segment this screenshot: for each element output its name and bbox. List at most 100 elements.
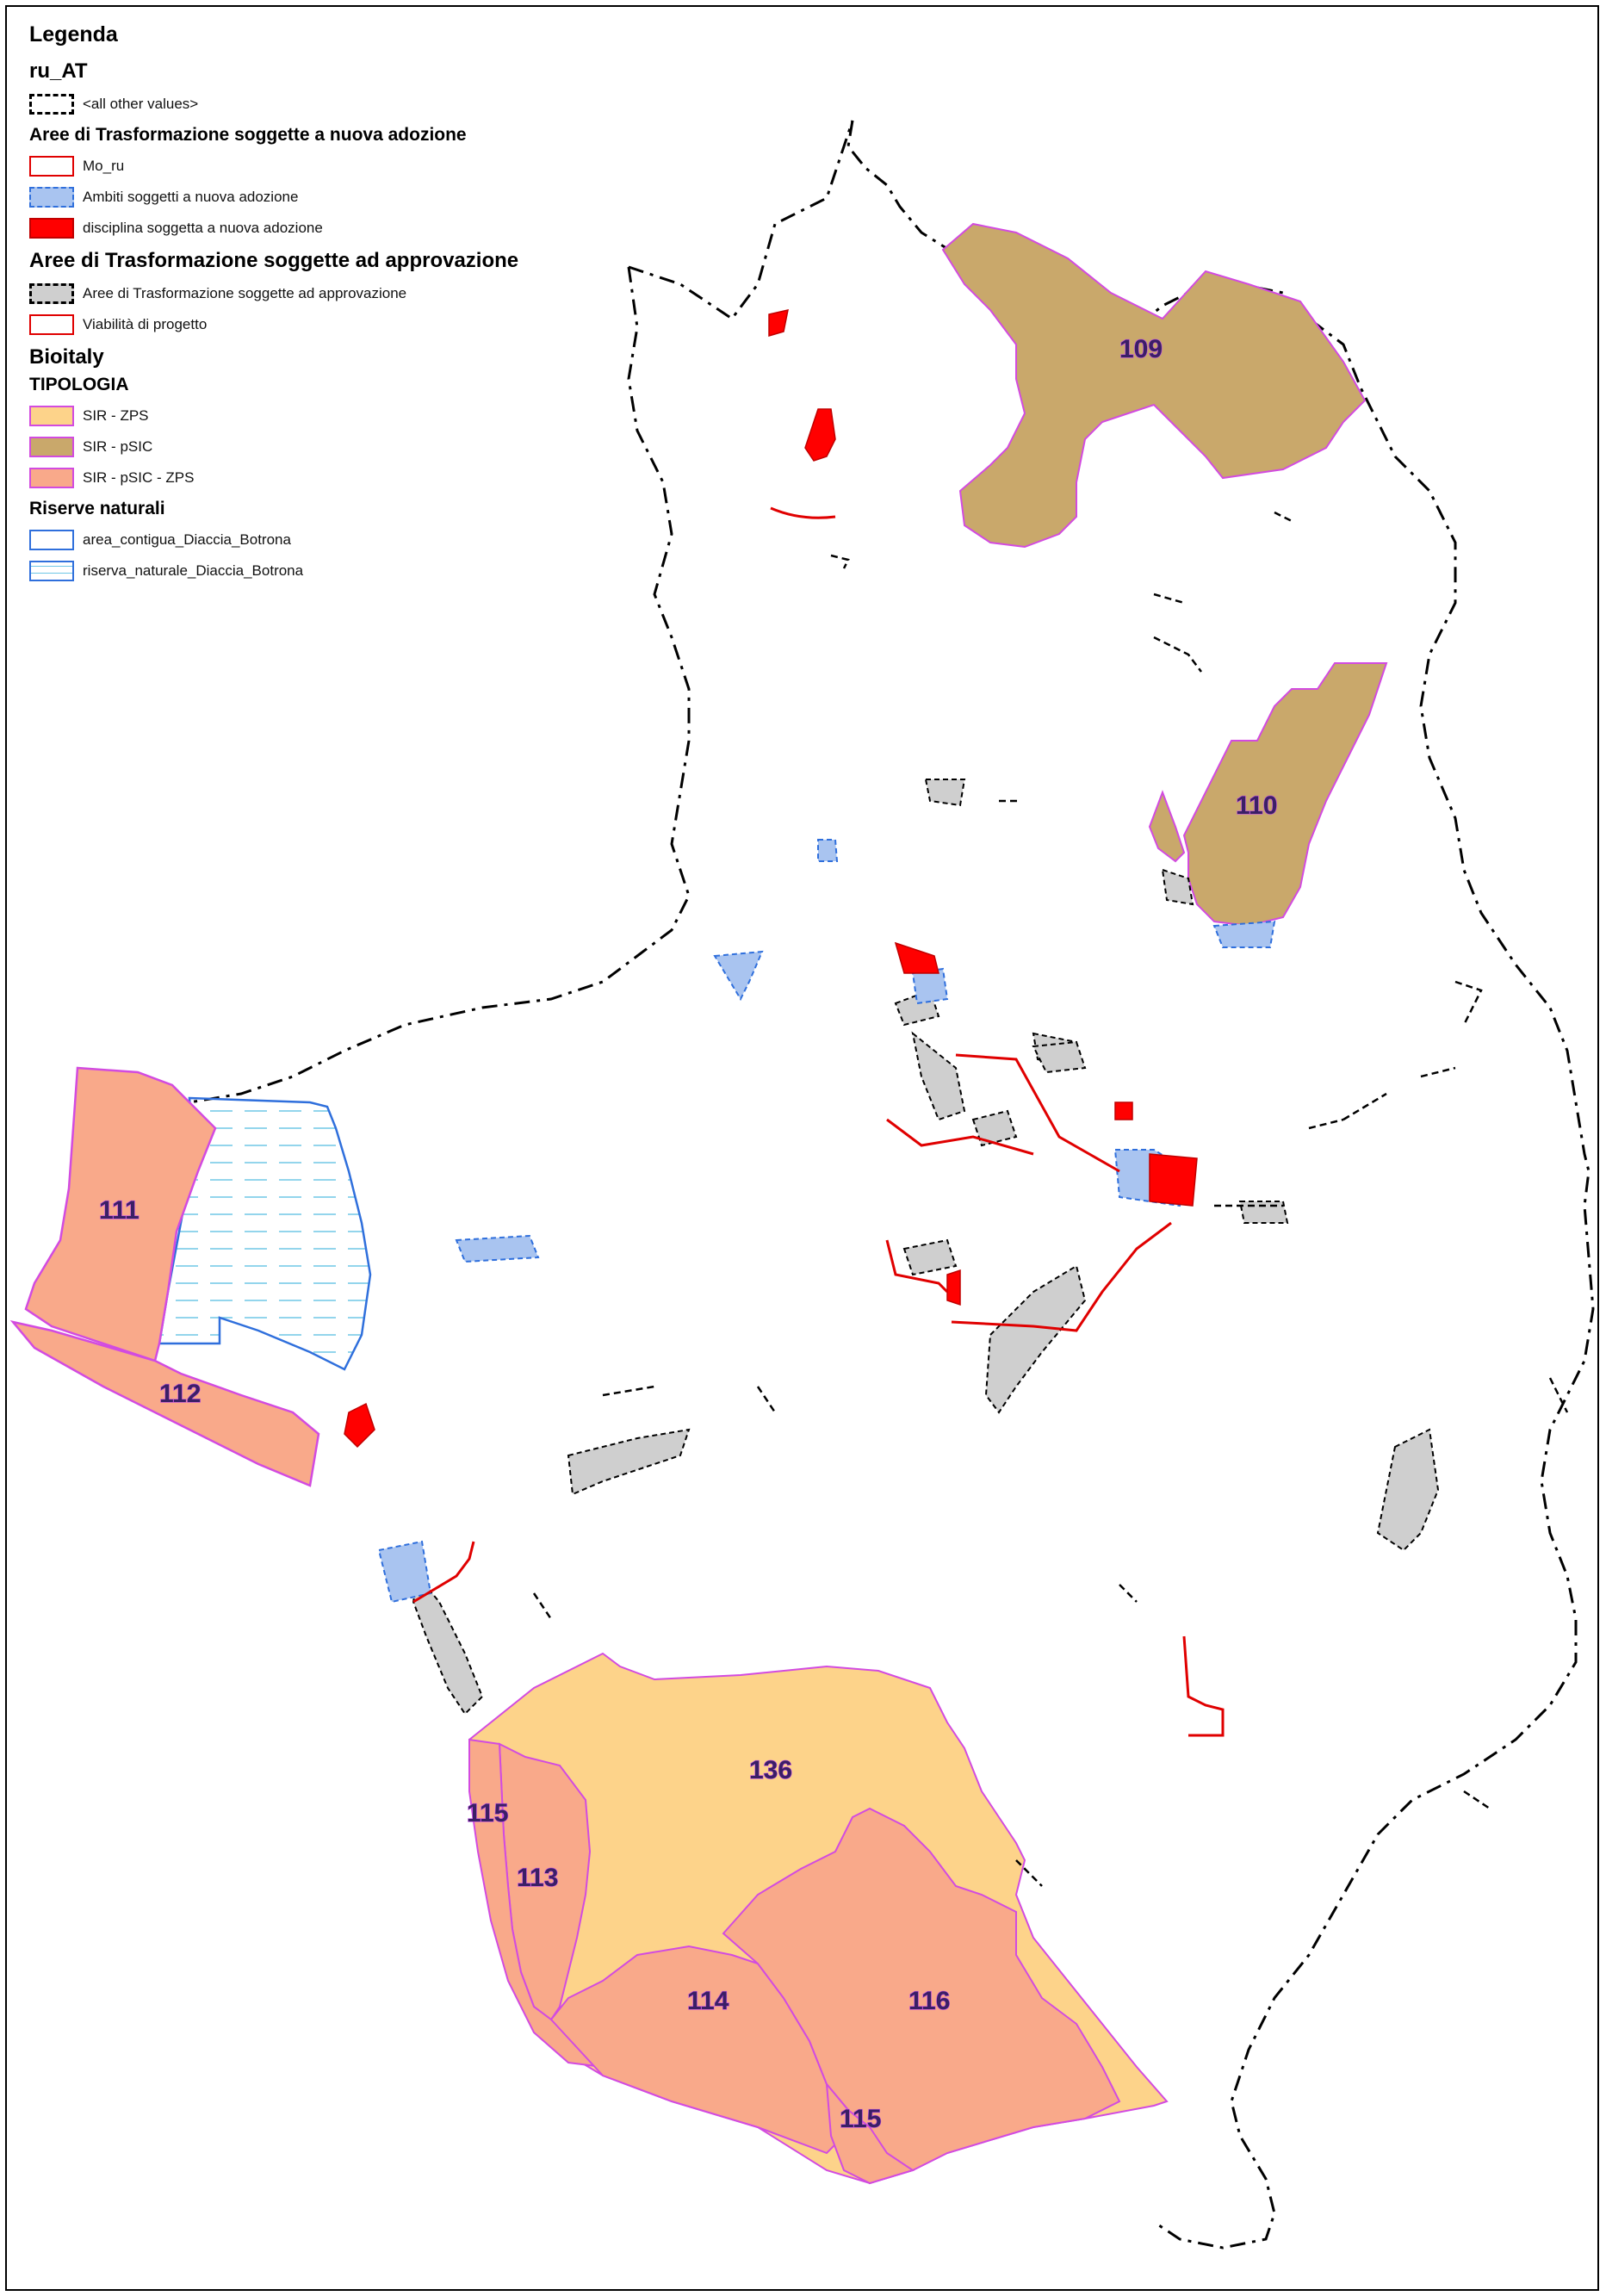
legend-swatch — [29, 468, 74, 488]
legend-swatch — [29, 530, 74, 550]
fragment — [532, 1592, 553, 1620]
legend-group-title: Bioitaly — [29, 345, 104, 369]
legend-group-title: Aree di Trasformazione soggette ad appro… — [29, 249, 519, 272]
legend-swatch — [29, 406, 74, 426]
legend-label: SIR - ZPS — [83, 407, 149, 424]
disciplina-area — [768, 309, 789, 338]
zone-label-115b: 115 — [840, 2105, 881, 2133]
legend-label: <all other values> — [83, 96, 199, 112]
legend-label: Viabilità di progetto — [83, 316, 208, 332]
disciplina-area — [804, 408, 836, 462]
disciplina-area — [1114, 1101, 1133, 1120]
approvazione-area — [1376, 1428, 1440, 1552]
legend-label: Aree di Trasformazione soggette ad appro… — [83, 285, 407, 301]
fragment — [1274, 511, 1293, 523]
disciplina-area — [894, 941, 939, 974]
zone-label-114: 114 — [687, 1987, 729, 2015]
viabilita-lines — [412, 506, 1225, 1737]
zone-label-110: 110 — [1236, 791, 1277, 820]
municipal-boundary-top — [628, 120, 854, 321]
legend-label: disciplina soggetta a nuova adozione — [83, 220, 323, 236]
legend-group-title: Riserve naturali — [29, 499, 165, 518]
legend-row: Aree di Trasformazione soggette ad appro… — [29, 278, 632, 309]
legend-swatch — [29, 218, 74, 239]
viabilita-line — [886, 1118, 1034, 1156]
legend-swatch — [29, 437, 74, 457]
viabilita-line — [951, 1221, 1172, 1332]
viabilita-line — [1182, 1635, 1225, 1737]
legend-row: area_contigua_Diaccia_Botrona — [29, 524, 632, 555]
disciplina-areas — [344, 309, 1198, 1449]
zone-110-lobe — [1148, 790, 1186, 863]
legend-subtitle: TIPOLOGIA — [29, 375, 129, 394]
legend-label: SIR - pSIC — [83, 438, 153, 455]
approvazione-area — [412, 1573, 484, 1716]
fragment — [1119, 1584, 1138, 1603]
legend-row: Ambiti soggetti a nuova adozione — [29, 182, 632, 213]
legend-row: disciplina soggetta a nuova adozione — [29, 213, 632, 244]
disciplina-area — [1149, 1153, 1198, 1207]
fragment — [602, 1385, 655, 1397]
adozione-area — [377, 1540, 432, 1604]
legend-swatch — [29, 283, 74, 304]
legend-row: SIR - pSIC - ZPS — [29, 462, 632, 493]
adozione-areas — [377, 839, 1276, 1604]
viabilita-line — [412, 1541, 475, 1604]
legend-ru-at-title: ru_AT — [29, 59, 88, 83]
zone-label-136: 136 — [749, 1756, 792, 1784]
zone-110[interactable] — [1182, 662, 1388, 928]
fragment — [1153, 636, 1202, 673]
legend-swatch — [29, 156, 74, 177]
fragment — [1342, 1092, 1387, 1121]
legend-row: SIR - pSIC — [29, 431, 632, 462]
legend-label: area_contigua_Diaccia_Botrona — [83, 531, 291, 548]
municipal-boundary — [846, 120, 1595, 2249]
zone-label-109: 109 — [1119, 335, 1163, 363]
legend-label: SIR - pSIC - ZPS — [83, 469, 195, 486]
fragment — [1420, 1066, 1456, 1078]
legend-row: <all other values> — [29, 89, 632, 120]
approvazione-area — [984, 1264, 1087, 1414]
adozione-area — [911, 967, 949, 1005]
zone-label-116: 116 — [908, 1987, 950, 2015]
adozione-area — [817, 839, 839, 862]
legend-swatch — [29, 187, 74, 208]
adozione-area — [713, 950, 764, 1002]
legend-row: SIR - ZPS — [29, 400, 632, 431]
approvazione-areas — [412, 779, 1440, 1716]
fragment — [1463, 1790, 1491, 1810]
scattered-fragments — [532, 511, 1569, 1887]
legend-swatch — [29, 561, 74, 581]
fragment — [1308, 1118, 1344, 1130]
zone-label-112: 112 — [159, 1380, 201, 1408]
zone-109[interactable] — [941, 222, 1367, 549]
zone-label-115a: 115 — [467, 1799, 508, 1827]
adozione-area — [455, 1234, 540, 1263]
zone-112[interactable] — [9, 1319, 320, 1487]
zone-115-south[interactable] — [825, 2081, 915, 2185]
zone-label-111: 111 — [99, 1196, 140, 1225]
fragment — [1153, 593, 1185, 605]
fragment — [756, 1386, 777, 1413]
fragment — [1548, 1377, 1569, 1413]
approvazione-area — [567, 1428, 691, 1496]
approvazione-area — [924, 779, 966, 807]
viabilita-line — [770, 506, 836, 519]
approvazione-area — [1032, 1040, 1087, 1074]
disciplina-area — [946, 1269, 961, 1306]
legend-row: riserva_naturale_Diaccia_Botrona — [29, 555, 632, 586]
viabilita-line — [955, 1053, 1120, 1173]
viabilita-line — [885, 1239, 949, 1294]
legend-label: riserva_naturale_Diaccia_Botrona — [83, 562, 304, 579]
approvazione-area — [1161, 868, 1194, 906]
approvazione-area — [971, 1109, 1018, 1147]
legend-label: Mo_ru — [83, 158, 125, 174]
zone-111[interactable] — [24, 1066, 217, 1362]
municipal-boundary-west — [137, 266, 691, 1104]
legend-title: Legenda — [29, 22, 118, 47]
legend: Legenda ru_AT <all other values> Aree di… — [29, 22, 632, 586]
fragment — [1454, 980, 1483, 1026]
adozione-area — [1212, 920, 1276, 948]
legend-label: Ambiti soggetti a nuova adozione — [83, 189, 299, 205]
